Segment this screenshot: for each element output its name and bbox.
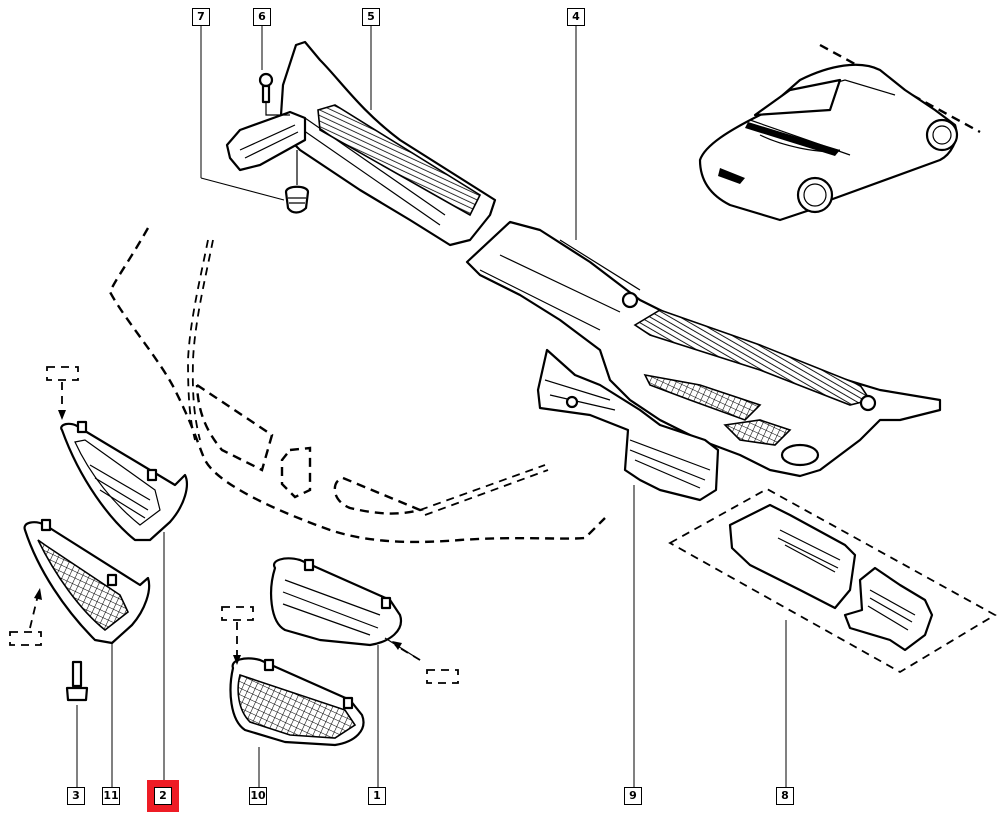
- part-5-cowl-grille[interactable]: [225, 40, 497, 247]
- callout-6[interactable]: 6: [253, 8, 271, 26]
- part-3-screw[interactable]: [65, 660, 89, 702]
- callout-8[interactable]: 8: [776, 787, 794, 805]
- vehicle-locator-inset: [698, 43, 981, 222]
- body-outline-dashed: [108, 227, 606, 544]
- callout-10[interactable]: 10: [249, 787, 267, 805]
- part-11-grille-mesh-left[interactable]: [23, 518, 151, 645]
- part-9-duct-seal[interactable]: [536, 348, 720, 502]
- leader-lines: [76, 25, 787, 787]
- callout-2-highlighted[interactable]: 2: [147, 780, 179, 812]
- part-8-air-duct-kit[interactable]: [668, 487, 997, 674]
- callout-7[interactable]: 7: [192, 8, 210, 26]
- callout-4[interactable]: 4: [567, 8, 585, 26]
- reference-markers: [9, 366, 459, 684]
- callout-5[interactable]: 5: [362, 8, 380, 26]
- callout-1[interactable]: 1: [368, 787, 386, 805]
- part-6-screw[interactable]: [258, 72, 290, 116]
- leader-line-7b: [200, 177, 285, 201]
- part-10-grille-mesh-right[interactable]: [229, 657, 365, 747]
- callout-3[interactable]: 3: [67, 787, 85, 805]
- callout-11[interactable]: 11: [102, 787, 120, 805]
- callout-9[interactable]: 9: [624, 787, 642, 805]
- part-4-scuttle-panel[interactable]: [465, 220, 942, 478]
- part-2-grille-louvred-left[interactable]: [60, 420, 188, 542]
- part-7-clip-nut[interactable]: [284, 150, 310, 214]
